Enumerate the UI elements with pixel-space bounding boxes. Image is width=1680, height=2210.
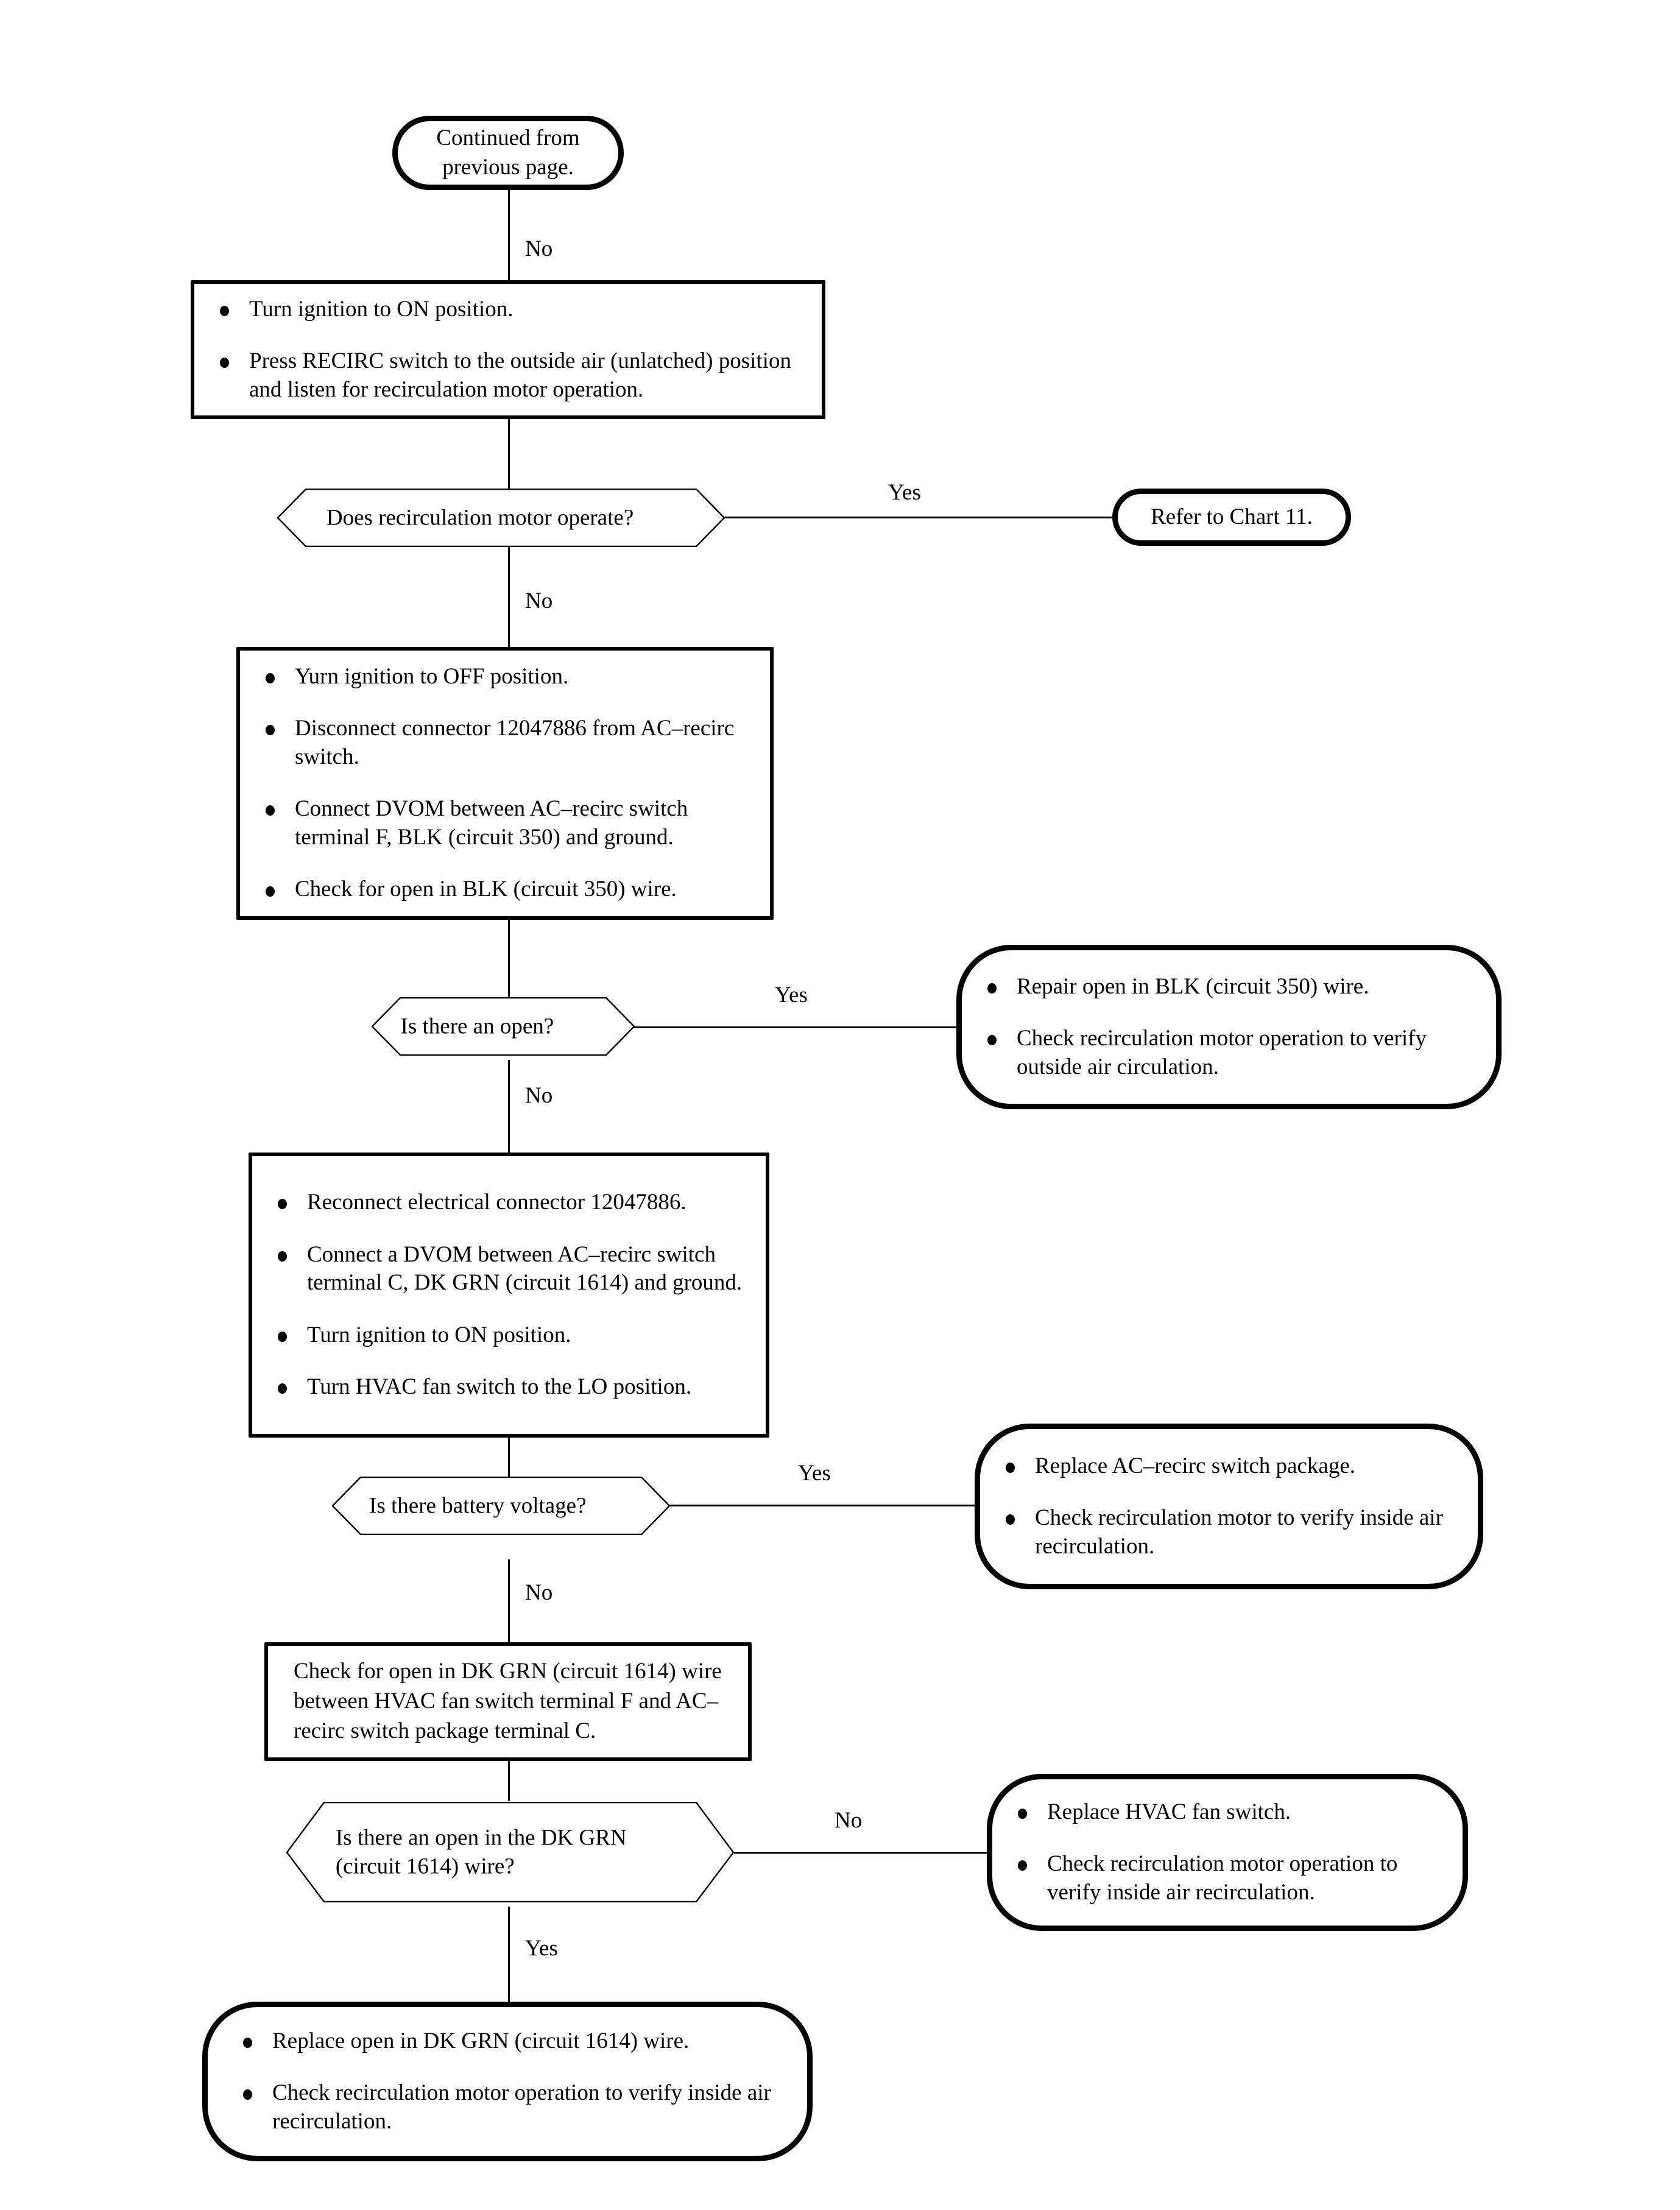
connector-step4-to-dec4 (508, 1726, 510, 1801)
node-decision2[interactable]: Is there an open? (372, 997, 635, 1056)
edge-label-start-no: No (525, 236, 553, 261)
hexagon-outline (277, 489, 725, 547)
connector-dec1-to-step2 (508, 536, 510, 647)
connector-dec3-to-step4 (508, 1559, 510, 1642)
result1-bullet-1: Check recirculation motor operation to v… (983, 1025, 1475, 1081)
connector-step1-to-dec1 (508, 419, 510, 490)
decision4-label: Is there an open in the DK GRN (circuit … (336, 1823, 685, 1881)
result4-bullet-1: Check recirculation motor operation to v… (238, 2079, 777, 2136)
node-decision1[interactable]: Does recirculation motor operate? (277, 489, 725, 547)
step2-bullet-3: Check for open in BLK (circuit 350) wire… (261, 875, 749, 904)
step1-bullet-0: Turn ignition to ON position. (215, 295, 801, 324)
step2-bullet-1: Disconnect connector 12047886 from AC–re… (261, 715, 749, 771)
start-line-1: Continued from (436, 125, 580, 150)
result3-bullet-0: Replace HVAC fan switch. (1013, 1798, 1442, 1827)
step3-bullet-list: Reconnect electrical connector 12047886.… (273, 1188, 745, 1402)
result2-bullet-1: Check recirculation motor to verify insi… (1001, 1504, 1457, 1561)
node-result2-terminator[interactable]: Replace AC–recirc switch package. Check … (975, 1424, 1483, 1589)
decision3-label: Is there battery voltage? (369, 1493, 587, 1519)
node-result4-terminator[interactable]: Replace open in DK GRN (circuit 1614) wi… (202, 2002, 813, 2161)
chart11-label: Refer to Chart 11. (1151, 504, 1313, 529)
step3-bullet-1: Connect a DVOM between AC–recirc switch … (273, 1241, 745, 1297)
result3-bullet-list: Replace HVAC fan switch. Check recircula… (1013, 1798, 1442, 1907)
hexagon-outline (372, 997, 635, 1056)
edge-label-dec3-no: No (525, 1580, 553, 1605)
edge-label-dec1-yes: Yes (888, 480, 921, 505)
edge-label-dec2-no: No (525, 1083, 553, 1108)
result4-bullet-0: Replace open in DK GRN (circuit 1614) wi… (238, 2027, 777, 2056)
decision1-label: Does recirculation motor operate? (326, 505, 634, 531)
connector-dec4-to-result4 (508, 1907, 510, 2002)
node-step4-process[interactable]: Check for open in DK GRN (circuit 1614) … (264, 1642, 752, 1761)
edge-label-dec1-no: No (525, 588, 553, 613)
node-step2-process[interactable]: Yurn ignition to OFF position. Disconnec… (236, 647, 774, 920)
result1-bullet-list: Repair open in BLK (circuit 350) wire. C… (983, 973, 1475, 1082)
step1-bullet-1: Press RECIRC switch to the outside air (… (215, 347, 801, 404)
result2-bullet-0: Replace AC–recirc switch package. (1001, 1452, 1457, 1481)
decision2-label: Is there an open? (400, 1014, 554, 1039)
node-result1-terminator[interactable]: Repair open in BLK (circuit 350) wire. C… (956, 945, 1502, 1109)
connector-dec4-no (734, 1852, 987, 1854)
step4-text: Check for open in DK GRN (circuit 1614) … (294, 1659, 722, 1743)
node-decision3[interactable]: Is there battery voltage? (332, 1477, 670, 1535)
node-start-terminator[interactable]: Continued from previous page. (392, 116, 624, 190)
decision4-line-1: Is there an open in the DK GRN (335, 1825, 627, 1851)
connector-start-to-step1 (508, 189, 510, 281)
connector-dec2-yes (634, 1026, 959, 1028)
step2-bullet-0: Yurn ignition to OFF position. (261, 663, 749, 691)
connector-step2-to-dec2 (508, 920, 510, 1012)
step3-bullet-3: Turn HVAC fan switch to the LO position. (273, 1373, 745, 1402)
hexagon-outline (332, 1477, 670, 1535)
node-step3-process[interactable]: Reconnect electrical connector 12047886.… (249, 1153, 769, 1438)
node-refer-chart11[interactable]: Refer to Chart 11. (1112, 489, 1351, 546)
node-decision4[interactable]: Is there an open in the DK GRN (circuit … (286, 1802, 734, 1902)
step2-bullet-2: Connect DVOM between AC–recirc switch te… (261, 795, 749, 852)
connector-dec3-yes (670, 1505, 978, 1506)
step3-bullet-0: Reconnect electrical connector 12047886. (273, 1188, 745, 1217)
hexagon-outline (286, 1802, 734, 1902)
connector-dec1-yes (725, 517, 1115, 518)
result2-bullet-list: Replace AC–recirc switch package. Check … (1001, 1452, 1457, 1561)
start-line-2: previous page. (442, 155, 574, 180)
edge-label-dec4-yes: Yes (525, 1936, 558, 1961)
edge-label-dec2-yes: Yes (775, 983, 808, 1008)
edge-label-dec4-no: No (835, 1808, 863, 1833)
connector-dec2-to-step3 (508, 1060, 510, 1153)
step2-bullet-list: Yurn ignition to OFF position. Disconnec… (261, 663, 749, 904)
step1-bullet-list: Turn ignition to ON position. Press RECI… (215, 295, 801, 404)
edge-label-dec3-yes: Yes (798, 1461, 831, 1486)
node-step1-process[interactable]: Turn ignition to ON position. Press RECI… (191, 280, 825, 419)
result3-bullet-1: Check recirculation motor operation to v… (1013, 1850, 1442, 1907)
decision4-line-2: (circuit 1614) wire? (335, 1854, 515, 1879)
step3-bullet-2: Turn ignition to ON position. (273, 1321, 745, 1350)
node-result3-terminator[interactable]: Replace HVAC fan switch. Check recircula… (987, 1774, 1468, 1931)
result4-bullet-list: Replace open in DK GRN (circuit 1614) wi… (238, 2027, 777, 2136)
result1-bullet-0: Repair open in BLK (circuit 350) wire. (983, 973, 1475, 1001)
